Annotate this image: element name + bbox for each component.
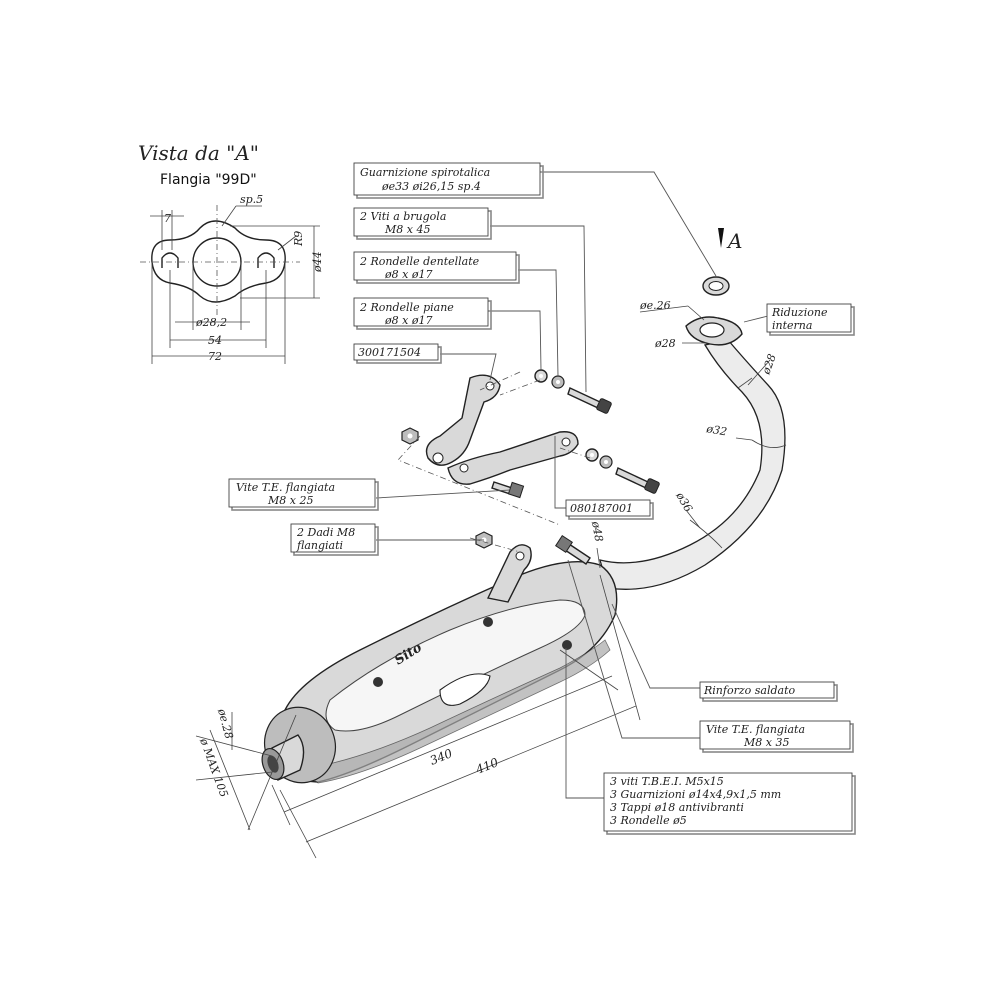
svg-text:Rinforzo saldato: Rinforzo saldato <box>703 684 795 697</box>
svg-text:Vite T.E. flangiata: Vite T.E. flangiata <box>706 723 805 736</box>
callout-welded: Rinforzo saldato <box>699 681 838 702</box>
svg-text:ø8 x ø17: ø8 x ø17 <box>384 268 432 281</box>
dim-slot: 7 <box>164 212 171 225</box>
plate-080187001 <box>447 431 579 485</box>
flange-slot-right <box>257 252 275 268</box>
callout-flat-washers: 2 Rondelle piane ø8 x ø17 <box>353 297 492 330</box>
svg-text:3 Guarnizioni ø14x4,9x1,5 mm: 3 Guarnizioni ø14x4,9x1,5 mm <box>610 788 781 801</box>
callout-leaders <box>375 171 769 799</box>
svg-text:Vite T.E. flangiata: Vite T.E. flangiata <box>236 481 335 494</box>
dim-thickness: sp.5 <box>240 193 263 206</box>
flange-detail: Vista da "A" Flangia "99D" 7 sp.5 R9 ø44 <box>138 141 324 364</box>
callout-flange-screw-35: Vite T.E. flangiata M8 x 35 <box>699 720 854 753</box>
dim-radius: R9 <box>292 231 305 247</box>
callout-boxes: Guarnizione spirotalica øe33 øi26,15 sp.… <box>228 162 856 835</box>
view-title: Vista da "A" <box>138 141 259 165</box>
bracket-300171504 <box>425 374 501 466</box>
svg-text:M8 x 25: M8 x 25 <box>267 494 313 507</box>
dim-d36: ø36 <box>673 489 695 514</box>
muffler-cutout <box>439 673 491 706</box>
dim-d32: ø32 <box>704 422 728 439</box>
svg-text:interna: interna <box>772 319 812 332</box>
dim-d28b: ø28 <box>759 352 779 377</box>
dim-e28: øe.28 <box>215 706 236 740</box>
callout-kit: 3 viti T.B.E.I. M5x15 3 Guarnizioni ø14x… <box>603 772 856 835</box>
dim-d48: ø48 <box>589 519 606 543</box>
svg-text:2 Viti a brugola: 2 Viti a brugola <box>359 210 446 223</box>
svg-text:3 Tappi ø18 antivibranti: 3 Tappi ø18 antivibranti <box>610 801 744 814</box>
svg-text:Riduzione: Riduzione <box>771 306 828 319</box>
flange-name: Flangia "99D" <box>160 172 257 188</box>
svg-text:Guarnizione spirotalica: Guarnizione spirotalica <box>360 166 490 179</box>
svg-text:2 Dadi M8: 2 Dadi M8 <box>296 526 355 539</box>
svg-text:300171504: 300171504 <box>358 346 421 359</box>
svg-text:2 Rondelle dentellate: 2 Rondelle dentellate <box>359 255 480 268</box>
view-marker: A <box>718 228 742 253</box>
callout-gasket: Guarnizione spirotalica øe33 øi26,15 sp.… <box>353 162 544 199</box>
view-marker-letter: A <box>726 229 742 253</box>
dim-overall: 72 <box>208 350 222 363</box>
dim-d28a: ø28 <box>654 337 676 350</box>
allen-screw-lower <box>615 467 649 489</box>
dim-e26: øe.26 <box>639 299 671 312</box>
dim-height: ø44 <box>311 251 324 273</box>
callout-part-plate: 080187001 <box>565 499 654 520</box>
svg-text:2 Rondelle piane: 2 Rondelle piane <box>359 301 454 314</box>
allen-screw-upper <box>567 387 601 409</box>
callout-reduction: Riduzione interna <box>766 303 855 336</box>
header-pipe <box>599 339 786 590</box>
dim-len410: 410 <box>473 755 501 777</box>
callout-part-bracket: 300171504 <box>353 343 442 364</box>
callout-flange-screw-25: Vite T.E. flangiata M8 x 25 <box>228 478 379 511</box>
bracket-assembly <box>397 369 660 565</box>
svg-text:øe33 øi26,15 sp.4: øe33 øi26,15 sp.4 <box>381 180 481 193</box>
svg-text:M8 x 35: M8 x 35 <box>743 736 789 749</box>
dim-len340: 340 <box>428 746 455 768</box>
callout-allen-screws: 2 Viti a brugola M8 x 45 <box>353 207 492 240</box>
svg-text:ø8 x ø17: ø8 x ø17 <box>384 314 432 327</box>
svg-text:3 Rondelle ø5: 3 Rondelle ø5 <box>610 814 687 827</box>
dim-max105: ø MAX 105 <box>197 736 231 799</box>
svg-text:flangiati: flangiati <box>296 539 343 552</box>
svg-text:080187001: 080187001 <box>570 502 633 515</box>
svg-text:3 viti T.B.E.I. M5x15: 3 viti T.B.E.I. M5x15 <box>610 775 724 788</box>
dim-center: 54 <box>208 334 222 347</box>
exhaust-assembly: Sito <box>261 276 787 784</box>
flange-slot-left <box>161 252 179 268</box>
svg-text:M8 x 45: M8 x 45 <box>384 223 430 236</box>
callout-nuts: 2 Dadi M8 flangiati <box>290 523 379 556</box>
dim-bore: ø28,2 <box>195 316 227 329</box>
callout-toothed-washers: 2 Rondelle dentellate ø8 x ø17 <box>353 251 520 284</box>
